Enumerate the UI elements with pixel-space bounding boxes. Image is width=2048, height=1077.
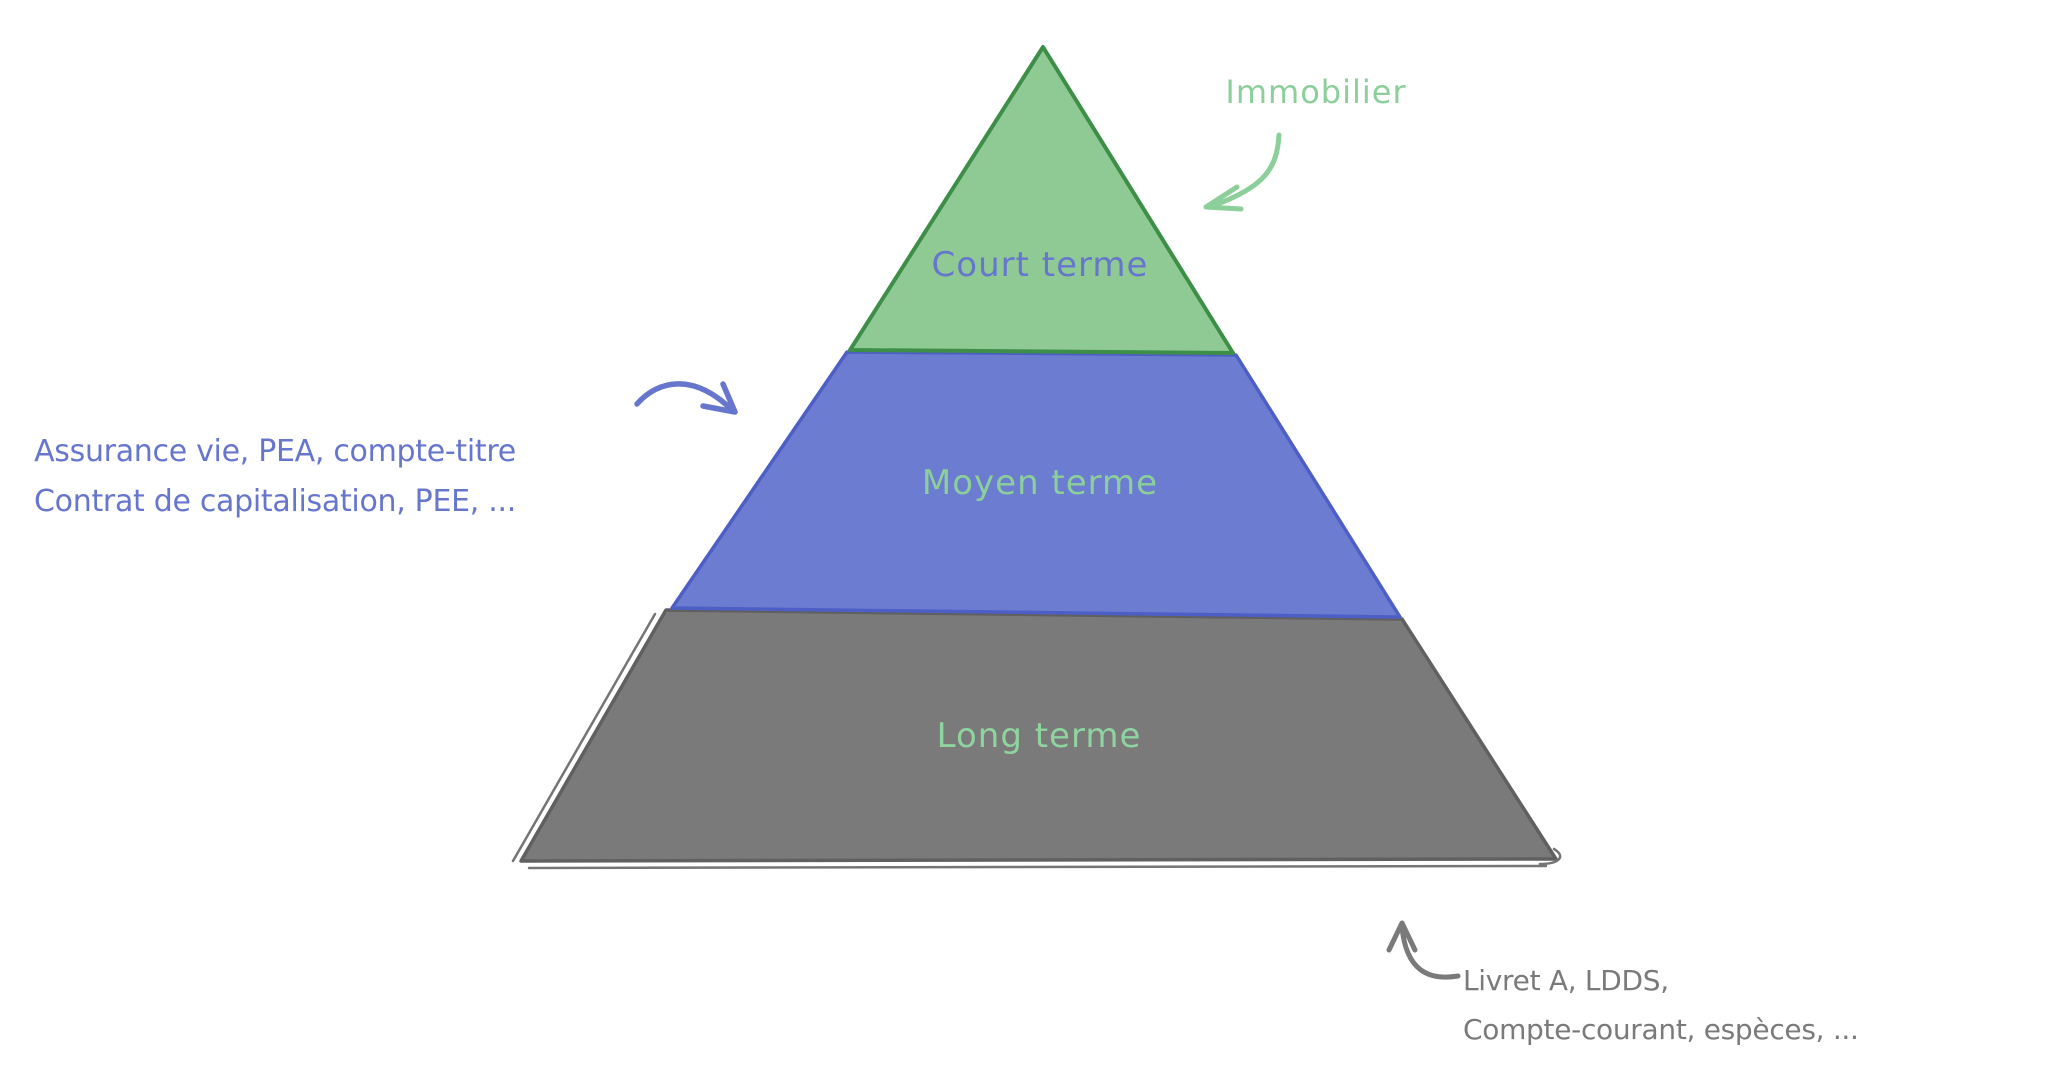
tier-court-terme-shape [848,45,1235,355]
annotation-immobilier: Immobilier [1225,73,1407,111]
tier-label-moyen-terme: Moyen terme [921,463,1159,503]
arrow-products-to-long-terme [1386,920,1461,980]
tier-long-terme-shape [519,608,1558,863]
tier-label-long-terme: Long terme [936,716,1142,756]
annotation-medium-term-line-2: Contrat de capitalisation, PEE, ... [34,484,516,519]
sketch-line [511,612,1562,870]
arrow-products-to-moyen-terme [634,381,738,415]
annotation-medium-term-line-1: Assurance vie, PEA, compte-titre [34,434,516,469]
annotation-long-term-line-1: Livret A, LDDS, [1463,964,1669,997]
annotation-long-term-products: Livret A, LDDS, Compte-courant, espèces,… [1463,956,1859,1054]
annotation-long-term-line-2: Compte-courant, espèces, ... [1463,1013,1859,1046]
annotation-medium-term-products: Assurance vie, PEA, compte-titre Contrat… [34,427,516,527]
arrow-immobilier-to-court-terme [1203,132,1282,212]
tier-label-court-terme: Court terme [931,245,1149,285]
